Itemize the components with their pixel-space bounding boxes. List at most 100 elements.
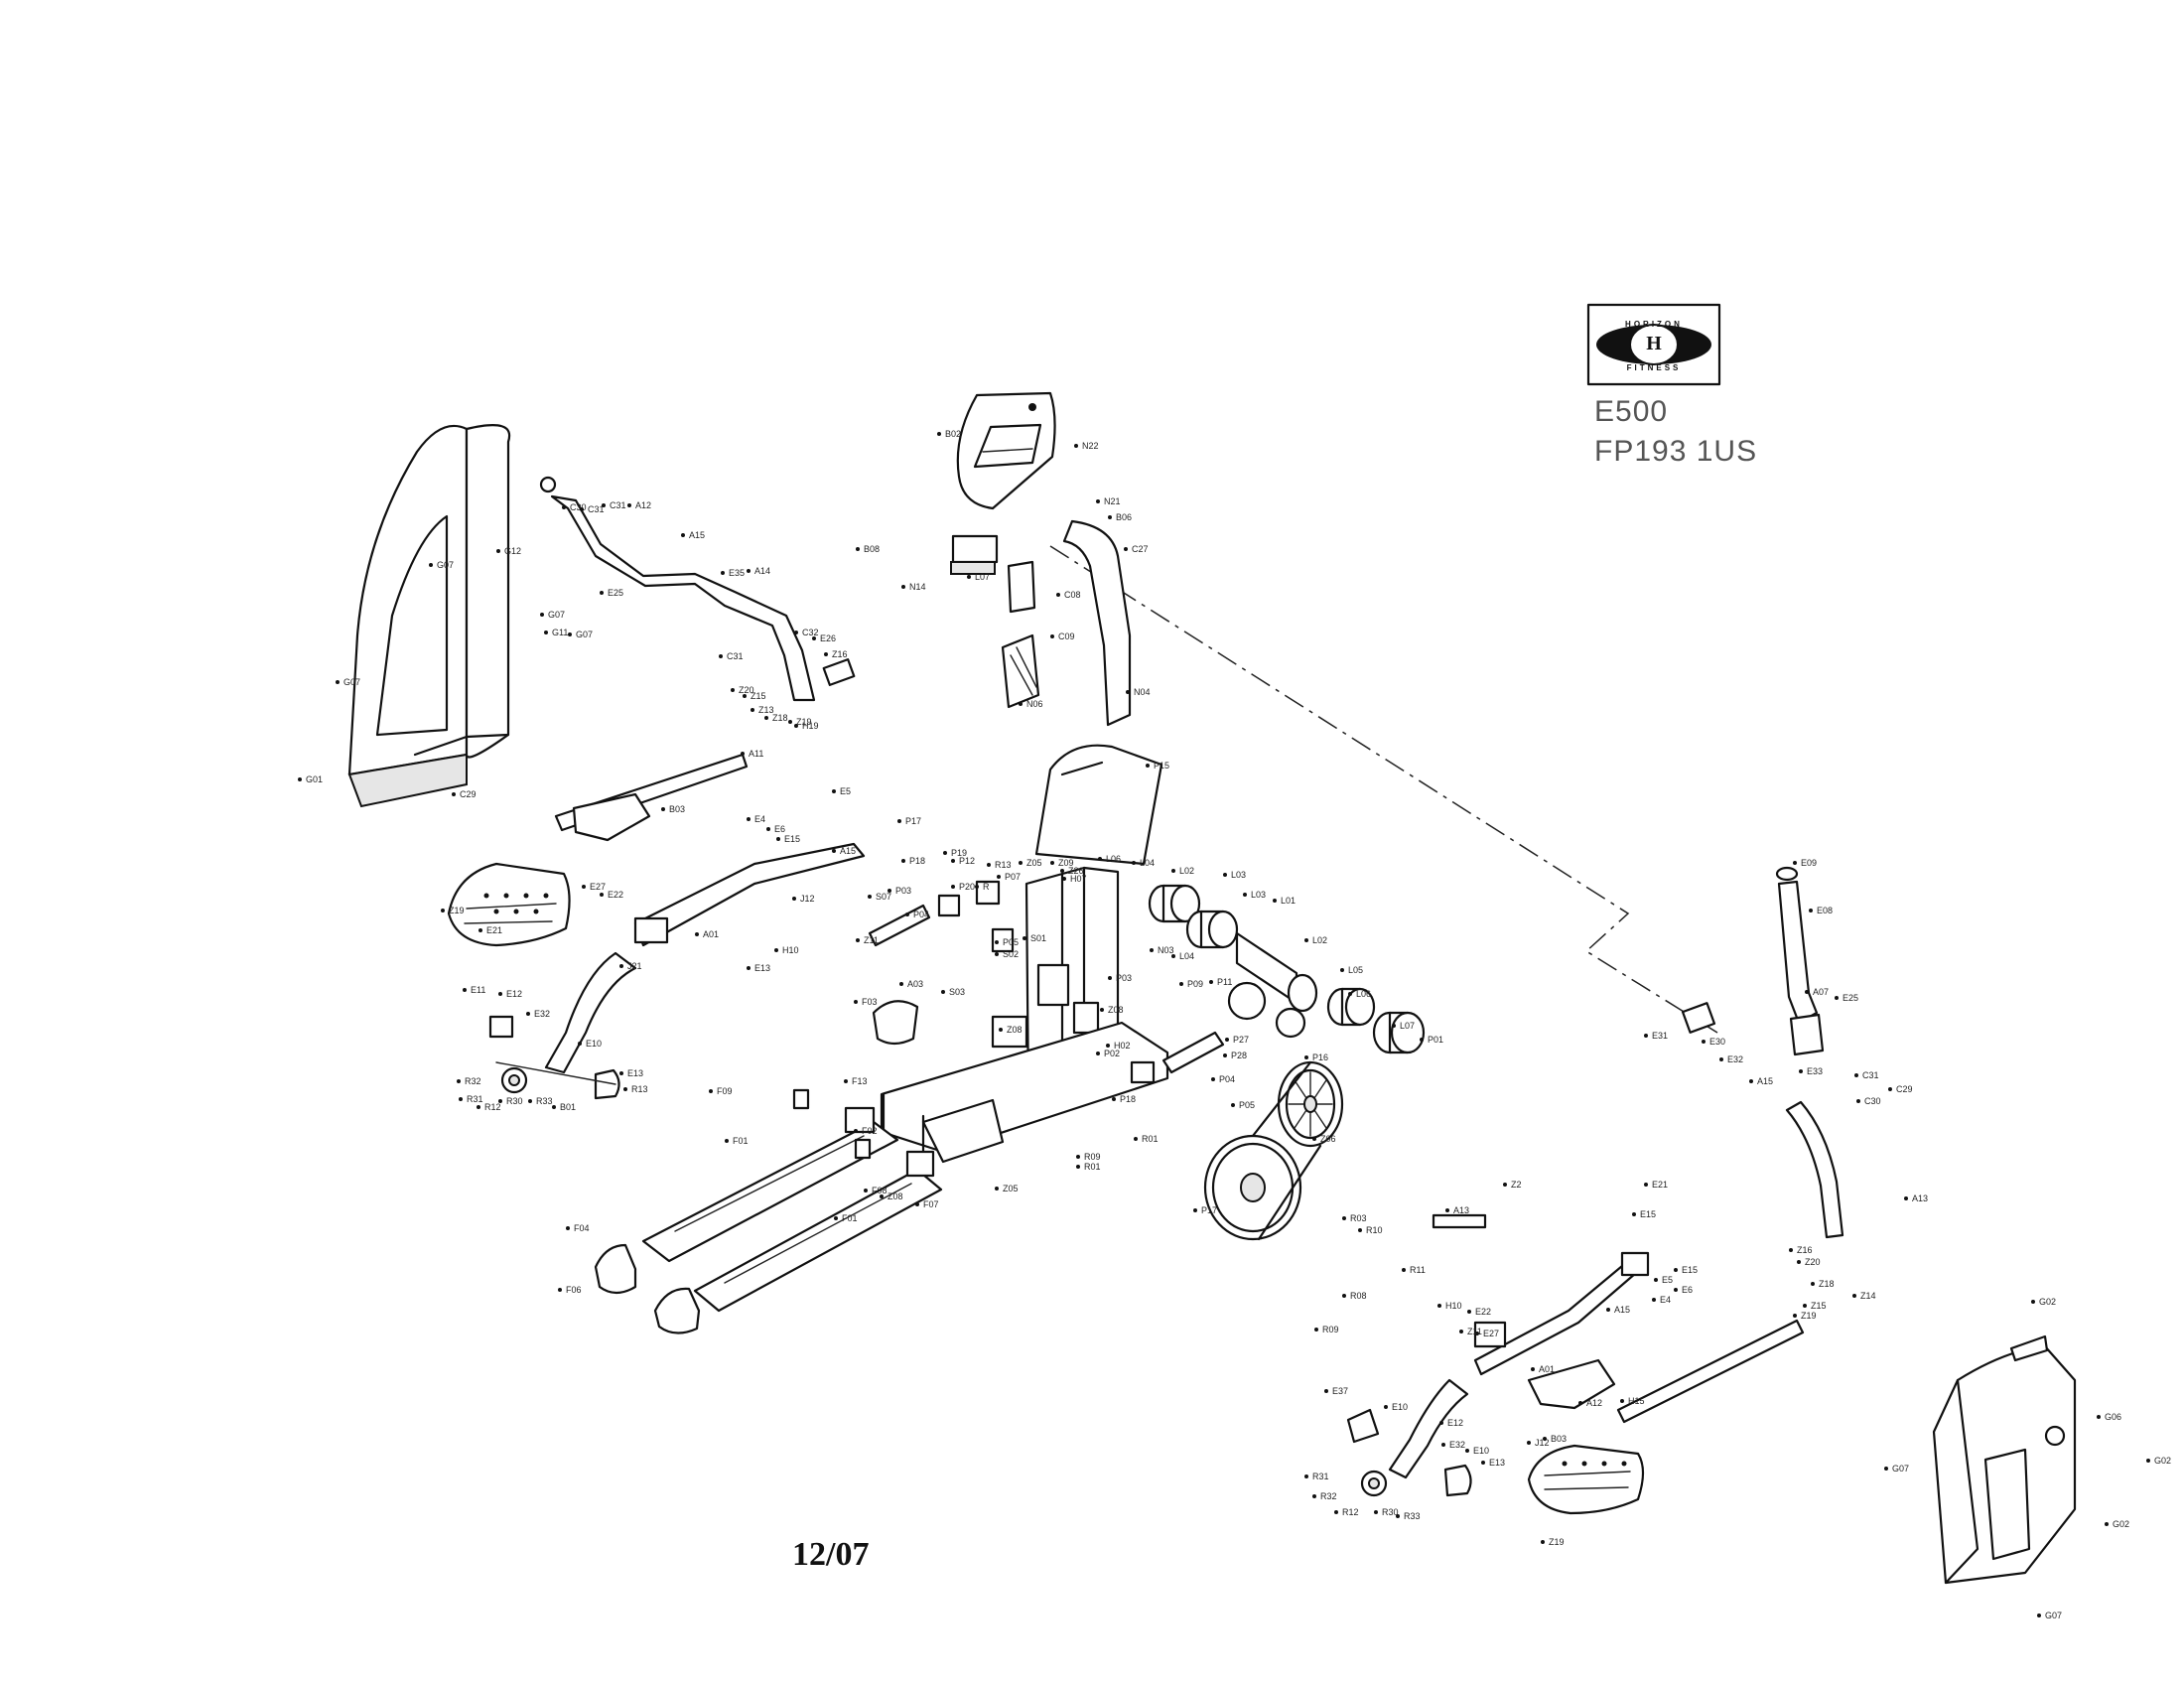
hardware-fastener (1231, 1103, 1235, 1107)
part-label: G07 (548, 610, 565, 620)
hardware-fastener (1420, 1038, 1424, 1042)
hardware-fastener (1023, 936, 1026, 940)
foot-cap-left (594, 1243, 637, 1295)
hardware-fastener (725, 1139, 729, 1143)
part-label: R30 (506, 1096, 523, 1106)
hardware-fastener (661, 807, 665, 811)
hardware-fastener (901, 585, 905, 589)
svg-text:H: H (1646, 333, 1662, 354)
hardware-fastener (1644, 1183, 1648, 1187)
hardware-fastener (1578, 1401, 1582, 1405)
part-label: E6 (774, 824, 785, 834)
part-label: Z20 (1805, 1257, 1821, 1267)
hardware-fastener (477, 1105, 480, 1109)
part-label: S07 (876, 892, 891, 902)
hardware-fastener (1209, 980, 1213, 984)
part-label: P05 (1003, 937, 1019, 947)
part-label: E10 (1392, 1402, 1408, 1412)
hardware-fastener (880, 1194, 884, 1198)
hardware-fastener (558, 1288, 562, 1292)
part-label: P28 (1231, 1051, 1247, 1060)
hardware-fastener (1096, 499, 1100, 503)
hardware-fastener (1096, 1052, 1100, 1055)
hardware-fastener (1211, 1077, 1215, 1081)
part-label: S03 (949, 987, 965, 997)
hardware-fastener (1019, 861, 1023, 865)
hardware-fastener (747, 966, 751, 970)
hardware-fastener (1789, 1248, 1793, 1252)
part-label: R31 (467, 1094, 483, 1104)
hardware-fastener (528, 1099, 532, 1103)
part-label: P02 (1104, 1049, 1120, 1058)
part-label: G06 (2105, 1412, 2121, 1422)
part-label: Z16 (1797, 1245, 1813, 1255)
part-label: H02 (1114, 1041, 1131, 1051)
part-label: C29 (460, 789, 477, 799)
left-pedal (447, 862, 571, 947)
part-label: G07 (1892, 1464, 1909, 1474)
hardware-fastener (856, 547, 860, 551)
part-label: B06 (1116, 512, 1132, 522)
part-label: L07 (1400, 1021, 1415, 1031)
part-label: E35 (729, 568, 745, 578)
hardware-fastener (844, 1079, 848, 1083)
part-label: E08 (1817, 906, 1833, 915)
hardware-fastener (623, 1087, 627, 1091)
hardware-fastener (1811, 1282, 1815, 1286)
hardware-fastener (1543, 1437, 1547, 1441)
hardware-fastener (526, 1012, 530, 1016)
hardware-fastener (943, 851, 947, 855)
hardware-fastener (1854, 1073, 1858, 1077)
part-label: G02 (2113, 1519, 2129, 1529)
part-label: H19 (802, 721, 819, 731)
part-label: G07 (576, 630, 593, 639)
hardware-fastener (1888, 1087, 1892, 1091)
hardware-fastener (854, 1000, 858, 1004)
part-label: P17 (1201, 1205, 1217, 1215)
hardware-fastener (794, 631, 798, 634)
hardware-fastener (1060, 869, 1064, 873)
hardware-fastener (915, 1202, 919, 1206)
part-label: A13 (1453, 1205, 1469, 1215)
part-label: E25 (1843, 993, 1858, 1003)
hardware-fastener (566, 1226, 570, 1230)
hardware-fastener (540, 613, 544, 617)
part-label: E11 (471, 985, 485, 995)
part-label: L01 (1281, 896, 1296, 906)
part-label: Z18 (772, 713, 788, 723)
right-crossbar (1527, 1319, 1805, 1424)
hardware-fastener (834, 1216, 838, 1220)
hardware-fastener (1106, 1044, 1110, 1048)
hardware-fastener (580, 507, 584, 511)
hardware-fastener (1439, 1421, 1443, 1425)
part-label: P09 (1187, 979, 1203, 989)
model-name: E500 (1594, 395, 1668, 428)
part-label: G01 (306, 774, 323, 784)
part-label: F07 (923, 1199, 939, 1209)
part-label: H07 (1070, 874, 1087, 884)
hardware-fastener (1719, 1057, 1723, 1061)
part-label: Z19 (449, 906, 465, 915)
hardware-fastener (1805, 990, 1809, 994)
hardware-fastener (747, 569, 751, 573)
hardware-fastener (1340, 968, 1344, 972)
part-label: E30 (1709, 1037, 1725, 1047)
hardware-fastener (1108, 976, 1112, 980)
hardware-fastener (1803, 1304, 1807, 1308)
part-label: E4 (1660, 1295, 1671, 1305)
hardware-fastener (975, 885, 979, 889)
generator-assembly (1148, 884, 1426, 1054)
right-crank-hardware (1346, 1408, 1472, 1497)
part-label: E5 (840, 786, 851, 796)
part-label: H10 (782, 945, 799, 955)
hardware-fastener (619, 1071, 623, 1075)
hardware-fastener (578, 1042, 582, 1046)
part-label: Z15 (751, 691, 766, 701)
hardware-fastener (1799, 1069, 1803, 1073)
foot-cap-right (653, 1287, 701, 1334)
hardware-fastener (1809, 909, 1813, 912)
part-label: L06 (1356, 989, 1371, 999)
part-label: A12 (1586, 1398, 1602, 1408)
hardware-fastener (941, 990, 945, 994)
part-label: C32 (802, 628, 819, 637)
